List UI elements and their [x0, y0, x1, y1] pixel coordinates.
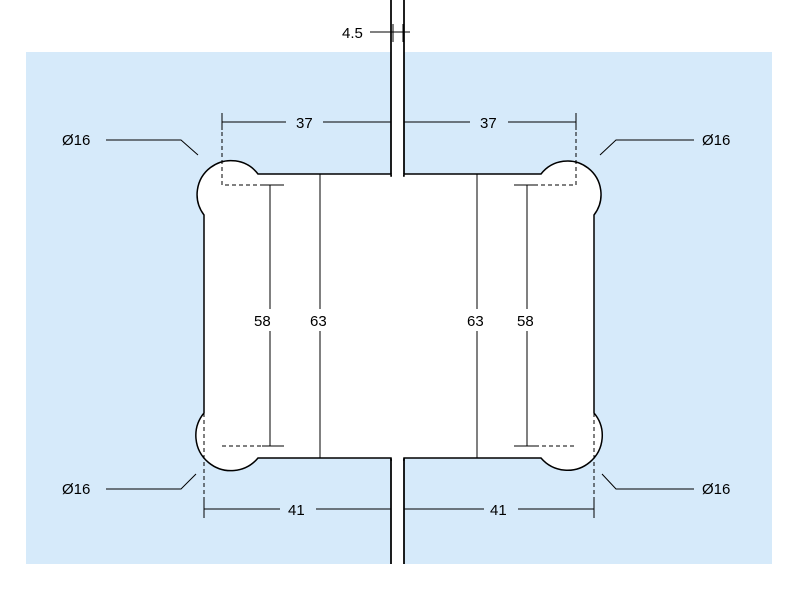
- hole-bottom-left-label: Ø16: [62, 481, 90, 498]
- hole-top-right-leader: [599, 139, 694, 156]
- hole-top-left-label: Ø16: [62, 132, 90, 149]
- right-outer-height-label: 63: [467, 313, 484, 330]
- gap-dim-label: 4.5: [342, 25, 363, 42]
- bottom-left-width-label: 41: [288, 502, 305, 519]
- hole-top-left-leader: [106, 139, 199, 156]
- right-inner-height-label: 58: [517, 313, 534, 330]
- hole-bottom-right-label: Ø16: [702, 481, 730, 498]
- bottom-right-width-label: 41: [490, 502, 507, 519]
- left-inner-height-label: 58: [254, 313, 271, 330]
- left-outer-height-label: 63: [310, 313, 327, 330]
- top-left-width-label: 37: [296, 115, 313, 132]
- top-right-hole-center: [520, 132, 577, 186]
- glass-gap-plate: [392, 173, 403, 463]
- hole-top-right-label: Ø16: [702, 132, 730, 149]
- top-right-width-label: 37: [480, 115, 497, 132]
- hole-bottom-left-leader: [106, 473, 197, 490]
- hole-bottom-right-leader: [601, 473, 694, 490]
- top-left-hole-center: [221, 132, 270, 186]
